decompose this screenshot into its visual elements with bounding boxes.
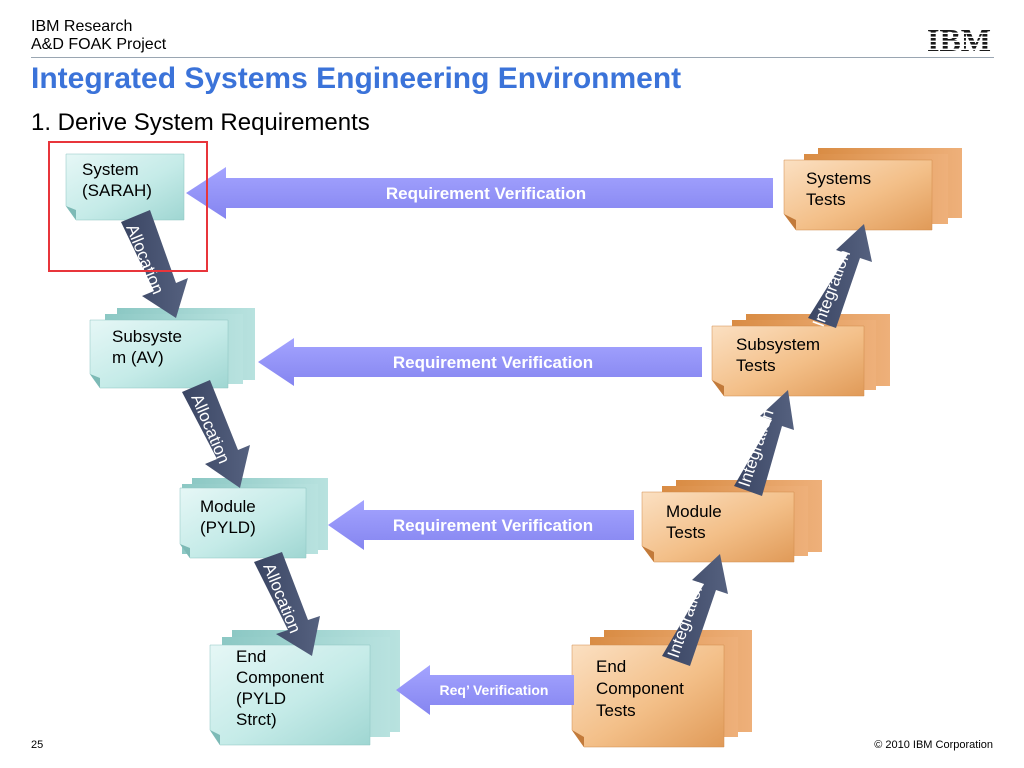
end-component-label-line-3: (PYLD — [236, 689, 286, 708]
end-component-tests-label-line-1: End — [596, 657, 626, 676]
org-name: IBM Research — [31, 18, 133, 35]
verification-arrow-1 — [186, 167, 773, 219]
allocation-arrow-2 — [182, 380, 250, 488]
subsystem-label-line-2: m (AV) — [112, 348, 164, 367]
systems-tests-label-line-1: Systems — [806, 169, 871, 188]
integration-arrow-3 — [662, 554, 728, 666]
verification-arrow-4 — [396, 665, 574, 715]
header-text: IBM Research A&D FOAK Project — [31, 18, 166, 54]
page-number: 25 — [31, 739, 44, 751]
right-box-end-component-tests — [571, 630, 752, 748]
subsystem-tests-label-line-2: Tests — [736, 356, 776, 375]
verification-arrow-2 — [258, 338, 702, 386]
page-subtitle: 1. Derive System Requirements — [31, 109, 370, 136]
copyright-notice: © 2010 IBM Corporation — [874, 739, 993, 751]
verification-label-4: Req’ Verification — [440, 682, 549, 698]
integration-arrow-2 — [734, 390, 794, 496]
end-component-tests-label-line-2: Component — [596, 679, 684, 698]
end-component-label-line-4: Strct) — [236, 710, 277, 729]
verification-label-3: Requirement Verification — [393, 516, 593, 535]
integration-arrow-1 — [808, 224, 872, 328]
left-box-subsystem — [89, 308, 255, 389]
highlight-frame — [48, 141, 208, 272]
module-label-line-1: Module — [200, 497, 256, 516]
system-label-line-2: (SARAH) — [82, 181, 152, 200]
module-tests-label-line-1: Module — [666, 502, 722, 521]
verification-arrow-3 — [328, 500, 634, 550]
verification-label-1: Requirement Verification — [386, 184, 586, 203]
left-box-system — [65, 153, 185, 221]
left-box-end-component — [209, 630, 400, 746]
left-box-module — [179, 478, 328, 559]
allocation-arrow-3 — [254, 552, 320, 656]
module-tests-label-line-2: Tests — [666, 523, 706, 542]
verification-label-2: Requirement Verification — [393, 353, 593, 372]
page-title: Integrated Systems Engineering Environme… — [31, 62, 682, 95]
right-box-module-tests — [641, 480, 822, 563]
ibm-logo: IBM — [927, 22, 991, 54]
right-box-systems-tests — [783, 148, 962, 231]
right-box-subsystem-tests — [711, 314, 890, 397]
systems-tests-label-line-2: Tests — [806, 190, 846, 209]
allocation-arrow-1 — [121, 210, 188, 318]
project-name: A&D FOAK Project — [31, 36, 167, 53]
system-label-line-1: System — [82, 160, 139, 179]
end-component-tests-label-line-3: Tests — [596, 701, 636, 720]
module-label-line-2: (PYLD) — [200, 518, 256, 537]
subsystem-tests-label-line-1: Subsystem — [736, 335, 820, 354]
end-component-label-line-2: Component — [236, 668, 324, 687]
header-divider — [31, 57, 994, 58]
ibm-logo-text: IBM — [927, 22, 991, 54]
subsystem-label-line-1: Subsyste — [112, 327, 182, 346]
end-component-label-line-1: End — [236, 647, 266, 666]
